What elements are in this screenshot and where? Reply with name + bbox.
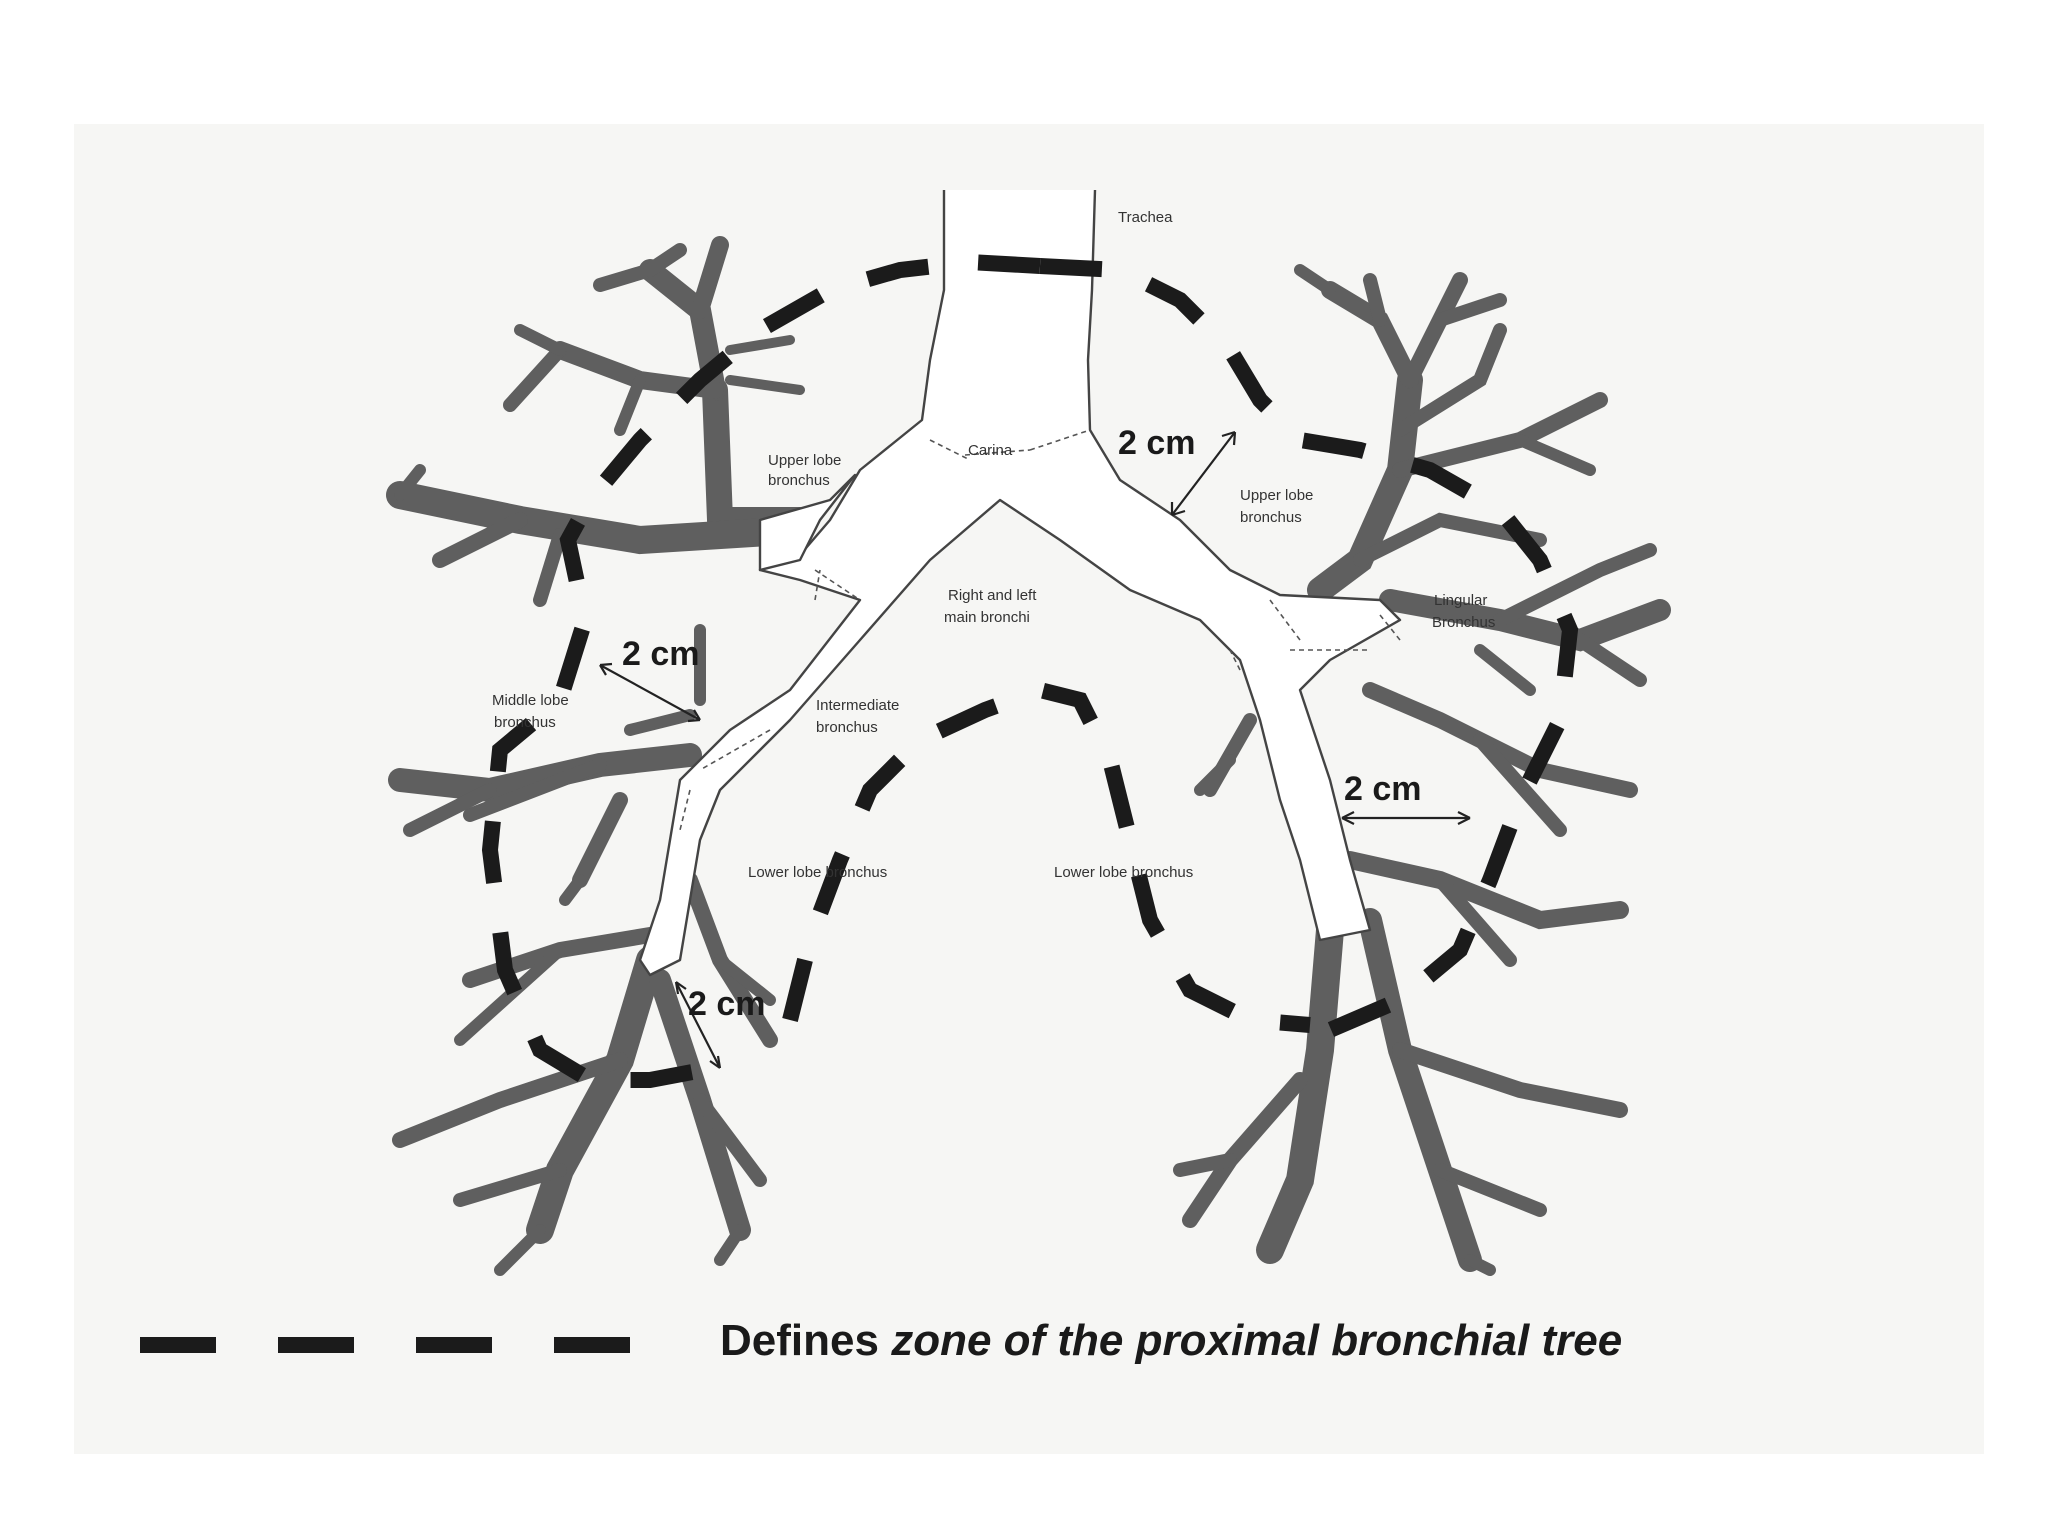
label-carina: Carina: [968, 442, 1013, 459]
arrow-right-middle: [599, 664, 701, 721]
measure-right-middle: 2 cm: [622, 635, 700, 673]
label-lingular-line2: Bronchus: [1432, 614, 1495, 631]
proximal-zone-dashed-boundary: [481, 253, 1579, 1088]
label-right-lower-lobe: Lower lobe bronchus: [748, 864, 887, 881]
legend-emphasis: zone of the proximal bronchial tree: [891, 1316, 1623, 1365]
label-intermediate-line2: bronchus: [816, 719, 878, 736]
anatomical-labels: Trachea Carina Upper lobe bronchus Upper…: [492, 209, 1495, 881]
measurement-arrows: [599, 430, 1471, 1069]
segment-boundaries: [679, 429, 1401, 831]
label-left-lower-lobe: Lower lobe bronchus: [1054, 864, 1193, 881]
central-airways: [638, 189, 1402, 977]
label-trachea: Trachea: [1118, 209, 1173, 226]
legend: Defines zone of the proximal bronchial t…: [140, 1310, 1960, 1380]
label-right-upper-lobe-line1: Upper lobe: [768, 452, 841, 469]
trachea-and-main-bronchi: [638, 189, 1402, 977]
label-intermediate-line1: Intermediate: [816, 697, 899, 714]
measurement-labels: 2 cm 2 cm 2 cm 2 cm: [622, 424, 1422, 1023]
label-right-upper-lobe-line2: bronchus: [768, 472, 830, 489]
arrow-left-upper: [1171, 431, 1236, 516]
peripheral-bronchi-branches: [386, 236, 1671, 1276]
legend-prefix: Defines: [720, 1316, 879, 1365]
measure-left-upper: 2 cm: [1118, 424, 1196, 462]
right-upper-lobe-bronchus: [758, 473, 857, 572]
measure-right-lower: 2 cm: [688, 985, 766, 1023]
label-middle-lobe-line2: bronchus: [494, 714, 556, 731]
label-left-upper-lobe-line2: bronchus: [1240, 509, 1302, 526]
measure-left-lower: 2 cm: [1344, 770, 1422, 808]
label-lingular-line1: Lingular: [1434, 592, 1487, 609]
label-main-bronchi-line1: Right and left: [948, 587, 1037, 604]
label-main-bronchi-line2: main bronchi: [944, 609, 1030, 626]
label-middle-lobe-line1: Middle lobe: [492, 692, 569, 709]
legend-dash-sample: [140, 1337, 640, 1353]
legend-text: Defines zone of the proximal bronchial t…: [720, 1316, 1622, 1366]
label-left-upper-lobe-line1: Upper lobe: [1240, 487, 1313, 504]
arrow-right-lower: [675, 981, 721, 1069]
